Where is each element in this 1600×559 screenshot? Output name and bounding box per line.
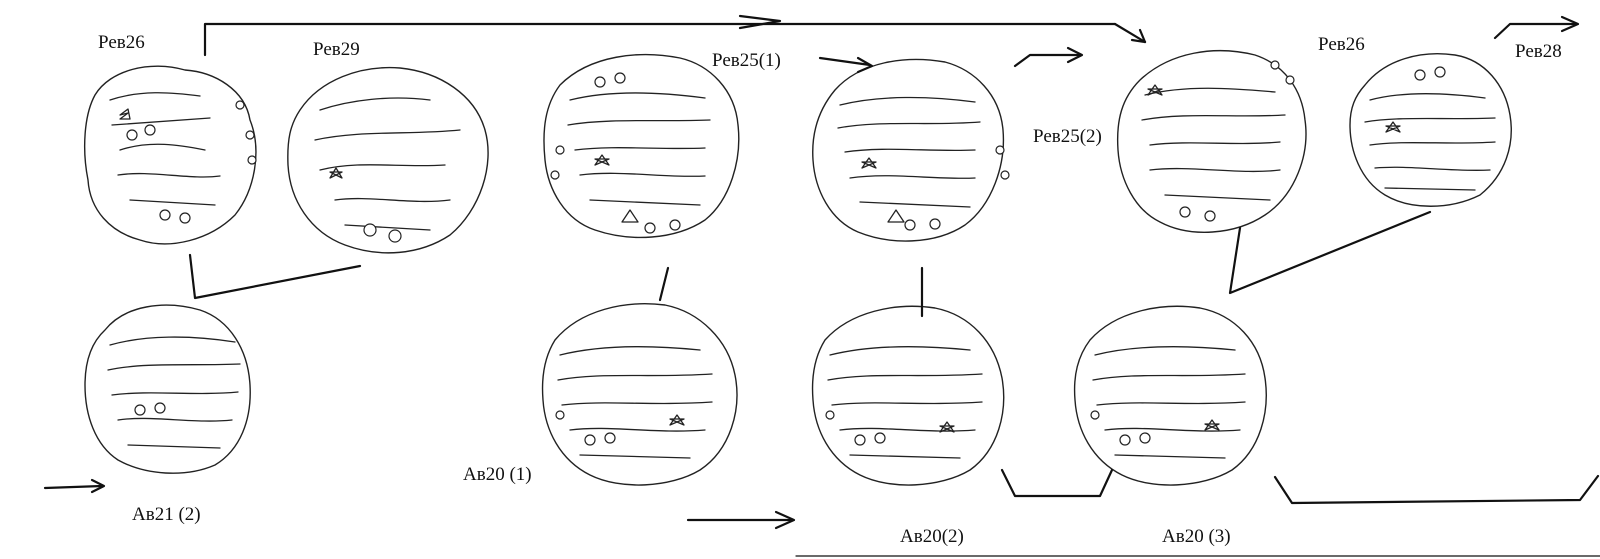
coin-obverse-av20-2	[811, 305, 1005, 486]
label-rev25-1: Рев25(1)	[712, 50, 781, 71]
label-av20-3: Ав20 (3)	[1162, 526, 1231, 547]
label-av21-2: Ав21 (2)	[132, 504, 201, 525]
label-rev25-2: Рев25(2)	[1033, 126, 1102, 147]
coin-obverse-av21-2	[84, 304, 251, 474]
label-av20-1: Ав20 (1)	[463, 464, 532, 485]
coin-obverse-av20-1	[541, 303, 738, 486]
label-rev29: Рев29	[313, 39, 360, 60]
coin-reverse-rev28	[1349, 53, 1512, 207]
connector-lines	[43, 14, 1600, 557]
label-av20-2: Ав20(2)	[900, 526, 964, 547]
coin-reverse-rev26-right	[1116, 50, 1307, 233]
label-rev26-right: Рев26	[1318, 34, 1365, 55]
coin-obverse-av20-3	[1073, 305, 1267, 486]
coin-reverse-rev25-2	[812, 58, 1010, 242]
coin-reverse-rev26-left	[84, 65, 257, 245]
label-rev28: Рев28	[1515, 41, 1562, 62]
label-rev26-left: Рев26	[98, 32, 145, 53]
coin-reverse-rev29	[287, 66, 489, 254]
coin-reverse-rev25-1	[543, 53, 740, 239]
